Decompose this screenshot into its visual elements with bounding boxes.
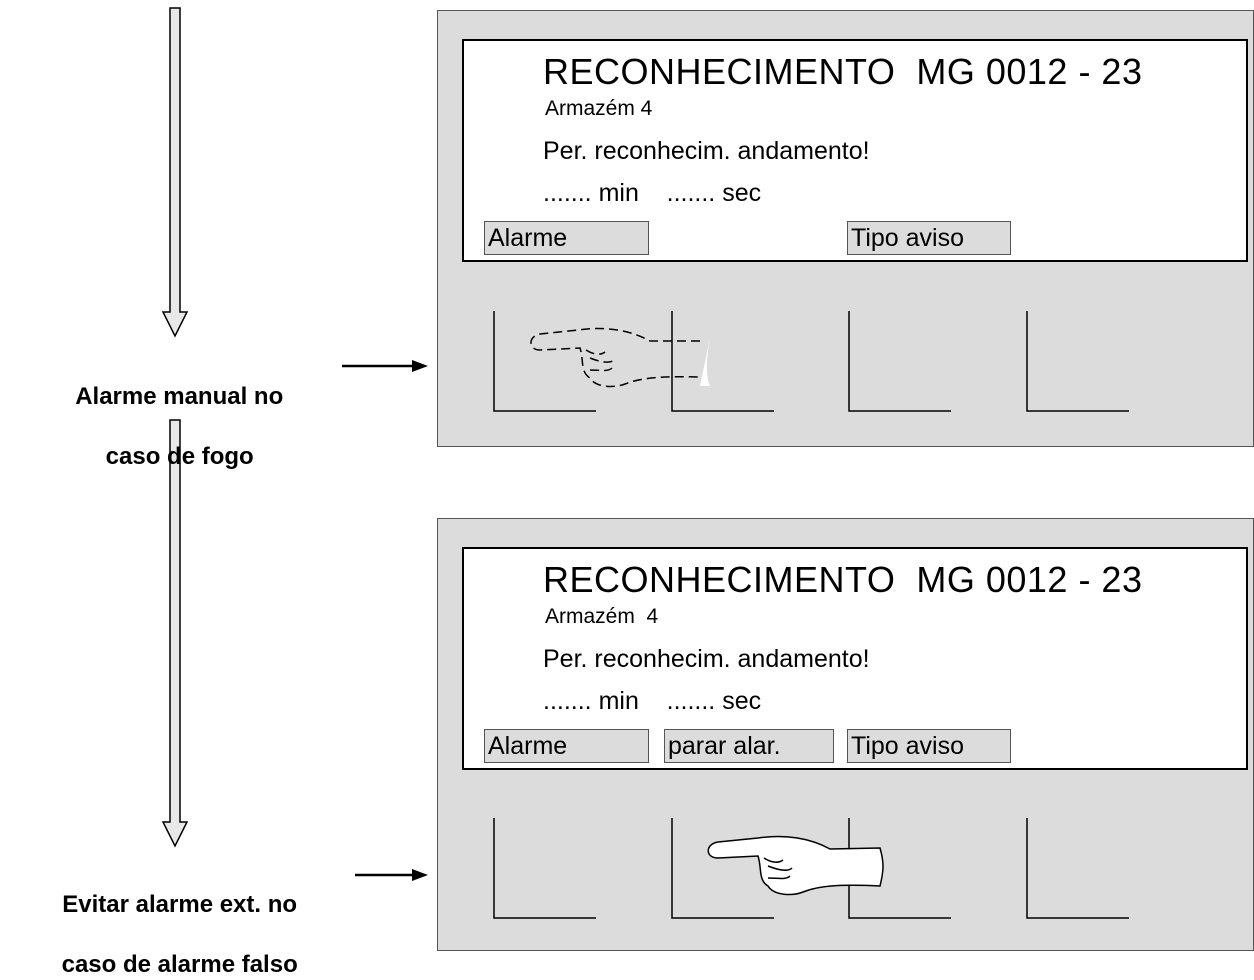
function-key-3[interactable] [848,311,951,412]
display-timer: ....... min ....... sec [543,179,762,207]
step-label-line: caso de fogo [105,443,254,470]
softkey-alarme[interactable]: Alarme [484,729,649,763]
softkey-parar-alarme[interactable]: parar alar. [664,729,834,763]
pointing-hand-icon [707,835,884,896]
function-key-1[interactable] [493,311,596,412]
softkey-tipo-aviso[interactable]: Tipo aviso [847,221,1011,255]
step-label-line: Evitar alarme ext. no [62,891,298,918]
control-panel-1: RECONHECIMENTO MG 0012 - 23 Armazém 4 Pe… [437,10,1254,447]
flow-arrows [161,7,428,881]
display-timer: ....... min ....... sec [543,687,762,715]
display-location: Armazém 4 [545,97,653,120]
step-label-line: caso de alarme falso [61,951,298,978]
arrow-right-icon [355,869,428,881]
display-title: RECONHECIMENTO MG 0012 - 23 [543,559,1143,600]
arrow-right-icon [342,360,428,372]
function-key-2[interactable] [671,818,774,919]
function-key-4[interactable] [1026,818,1129,919]
softkey-alarme[interactable]: Alarme [484,221,649,255]
keys-and-hands [493,311,1129,919]
step-label-line: Alarme manual no [75,383,284,410]
arrow-down-icon [161,7,189,338]
function-key-4[interactable] [1026,311,1129,412]
arrow-down-icon [161,419,189,848]
display-location: Armazém 4 [545,605,659,628]
function-key-1[interactable] [493,818,596,919]
display-screen: RECONHECIMENTO MG 0012 - 23 Armazém 4 Pe… [462,39,1248,262]
softkey-tipo-aviso[interactable]: Tipo aviso [847,729,1011,763]
step-label-1: Alarme manual no caso de fogo [20,352,326,472]
function-key-2[interactable] [671,311,774,412]
display-screen: RECONHECIMENTO MG 0012 - 23 Armazém 4 Pe… [462,547,1248,770]
display-message: Per. reconhecim. andamento! [543,645,870,673]
display-title: RECONHECIMENTO MG 0012 - 23 [543,51,1143,92]
pointing-hand-icon [530,327,710,388]
display-message: Per. reconhecim. andamento! [543,137,870,165]
